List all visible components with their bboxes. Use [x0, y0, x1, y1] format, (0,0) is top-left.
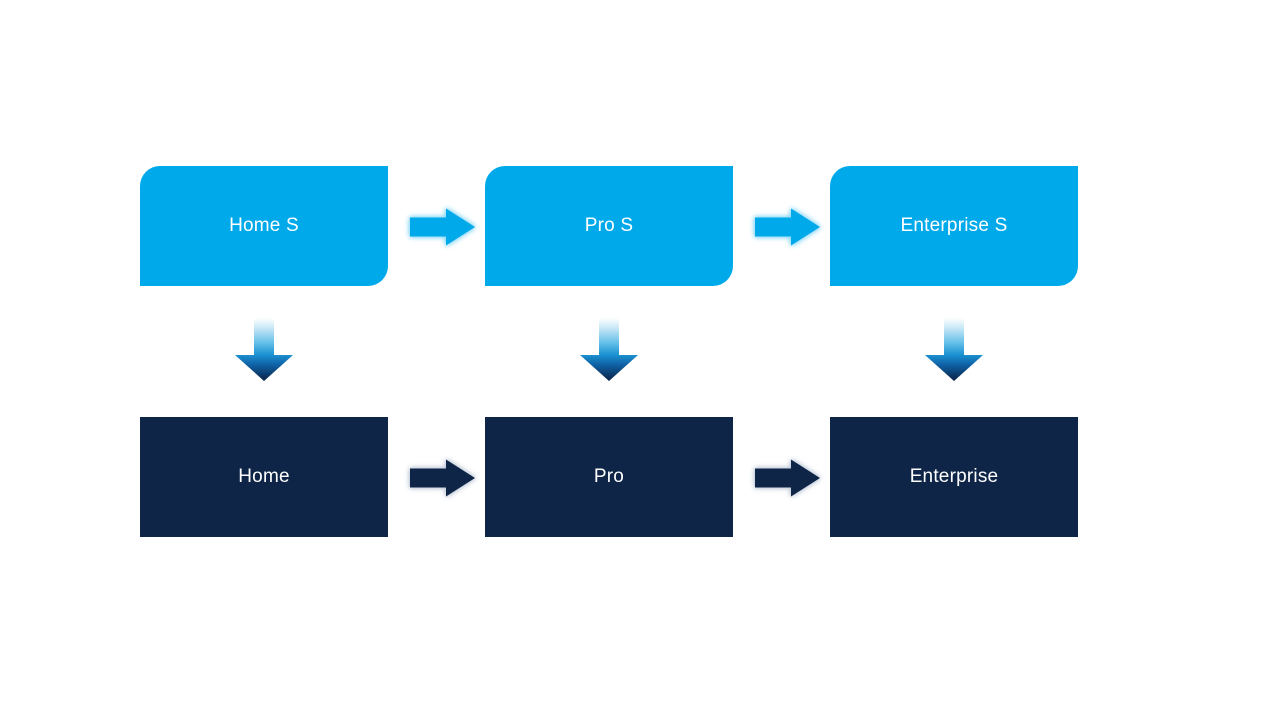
node-enterprise-s-label: Enterprise S [900, 215, 1008, 236]
node-pro[interactable]: Pro [485, 417, 733, 537]
node-enterprise[interactable]: Enterprise [830, 417, 1078, 537]
down-arrow-icon[interactable] [925, 318, 983, 381]
right-arrow-icon[interactable] [755, 459, 821, 497]
node-home-s[interactable]: Home S [140, 166, 388, 286]
node-home-s-label: Home S [229, 215, 299, 236]
node-enterprise-label: Enterprise [909, 466, 999, 487]
right-arrow-icon[interactable] [410, 459, 476, 497]
node-pro-label: Pro [593, 466, 625, 487]
node-home[interactable]: Home [140, 417, 388, 537]
node-enterprise-s[interactable]: Enterprise S [830, 166, 1078, 286]
node-pro-s-label: Pro S [584, 215, 634, 236]
node-pro-s[interactable]: Pro S [485, 166, 733, 286]
right-arrow-icon[interactable] [410, 208, 476, 246]
node-home-label: Home [238, 466, 290, 487]
down-arrow-icon[interactable] [235, 318, 293, 381]
right-arrow-icon[interactable] [755, 208, 821, 246]
down-arrow-icon[interactable] [580, 318, 638, 381]
